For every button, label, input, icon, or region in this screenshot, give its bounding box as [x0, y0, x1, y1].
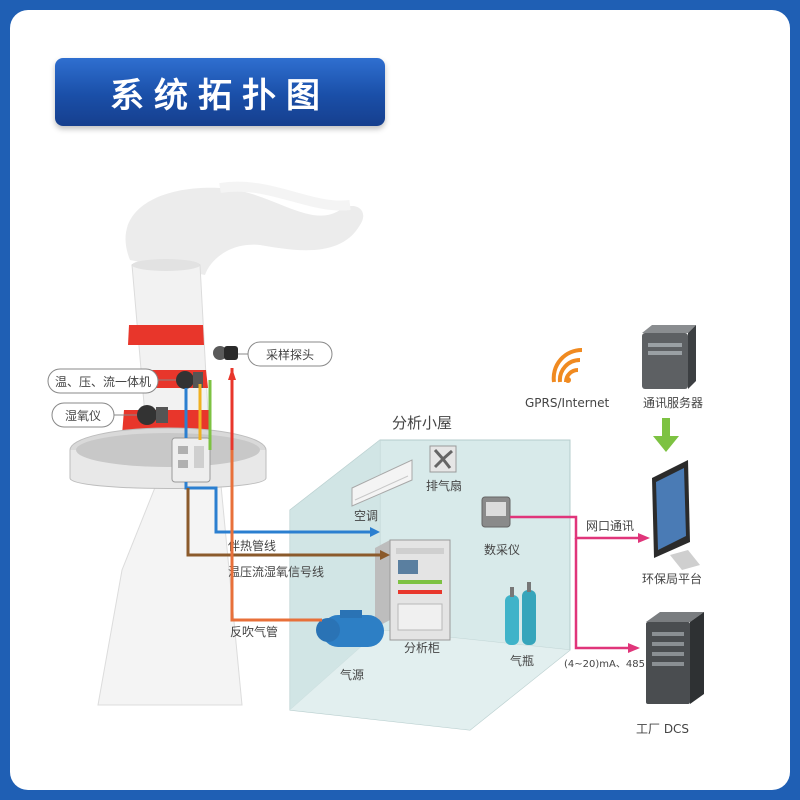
tpf-meter-device: [176, 371, 203, 389]
label-air-source: 气源: [340, 667, 364, 682]
label-blowback-pipe: 反吹气管: [230, 624, 278, 639]
label-analysis-room: 分析小屋: [392, 414, 452, 432]
exhaust-fan-icon: [429, 445, 457, 473]
label-tpf-meter: 温、压、流一体机: [55, 375, 151, 389]
air-source-tank: [316, 610, 384, 647]
heated-pipe-line: [184, 482, 380, 537]
label-gas-cylinder: 气瓶: [510, 653, 534, 668]
blowback-pipe-line: [228, 368, 322, 622]
dcs-server-icon: [646, 612, 704, 704]
label-heated-pipe: 伴热管线: [228, 538, 276, 553]
label-signal-line: 温压流湿氧信号线: [228, 564, 324, 579]
humidity-oxygen-device: [137, 405, 168, 425]
label-air-conditioner: 空调: [354, 509, 378, 523]
gas-cylinders: [505, 582, 536, 645]
label-gprs: GPRS/Internet: [525, 396, 609, 410]
comm-server-icon: [642, 325, 696, 389]
label-humidity-oxygen: 湿氧仪: [65, 408, 101, 423]
junction-box: [171, 437, 211, 483]
stack-platform: [69, 427, 267, 489]
label-factory-dcs: 工厂 DCS: [636, 722, 689, 736]
callout-sampling-probe: 采样探头: [238, 341, 333, 367]
smoke-plume: [125, 181, 364, 275]
signal-line: [186, 488, 390, 560]
stack-red-band-top: [128, 325, 204, 345]
sampling-probe-device: [213, 346, 238, 360]
label-comm-server: 通讯服务器: [643, 395, 703, 410]
epb-monitor-icon: [652, 460, 700, 570]
page-title: 系统拓扑图: [110, 75, 330, 116]
network-line: [510, 515, 650, 653]
chimney-stack: [97, 259, 243, 706]
label-epb-platform: 环保局平台: [642, 571, 702, 586]
analysis-cabinet: [375, 539, 451, 641]
label-analog-485: (4~20)mA、485: [564, 659, 645, 670]
title-banner: 系统拓扑图: [55, 58, 385, 126]
label-exhaust-fan: 排气扇: [426, 478, 462, 493]
callout-humidity-oxygen: 湿氧仪: [51, 402, 137, 428]
label-analysis-cabinet: 分析柜: [404, 641, 440, 655]
topology-diagram: 采样探头 温、压、流一体机 湿氧仪 分析小屋 空调: [47, 181, 704, 736]
label-daq: 数采仪: [484, 542, 520, 557]
callout-tpf: 温、压、流一体机: [47, 368, 176, 394]
gprs-wifi-icon: [551, 347, 583, 383]
label-network-port: 网口通讯: [586, 519, 634, 533]
daq-device: [481, 496, 511, 528]
air-conditioner: [351, 459, 413, 507]
diagram-frame: 系统拓扑图: [10, 10, 790, 790]
down-arrow-icon: [653, 418, 679, 452]
label-sampling-probe: 采样探头: [266, 347, 314, 362]
